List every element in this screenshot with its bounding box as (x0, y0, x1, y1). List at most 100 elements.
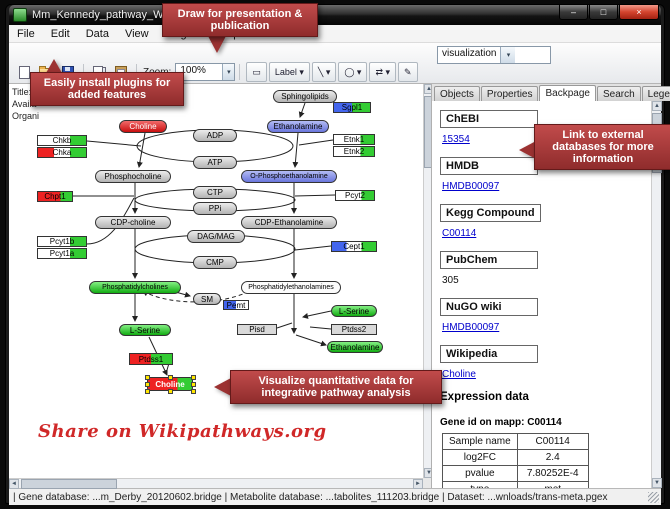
node-label: Ethanolamine (273, 122, 323, 131)
scroll-down-icon[interactable]: ▼ (652, 478, 662, 488)
tab-legend[interactable]: Legend (641, 86, 670, 101)
node-label: Pisd (249, 325, 265, 334)
selection-handle[interactable] (191, 375, 196, 380)
node-o-phosphoethanolamine[interactable]: O-Phosphoethanolamine (241, 170, 337, 183)
node-phosphatidylethanolamines[interactable]: Phosphatidylethanolamines (241, 281, 341, 294)
backpage-value-hmdb[interactable]: HMDB00097 (442, 181, 500, 192)
scroll-left-icon[interactable]: ◄ (9, 479, 19, 489)
selection-handle[interactable] (191, 389, 196, 394)
share-annotation: Share on Wikipathways.org (38, 421, 327, 442)
expression-cell: type (442, 481, 518, 488)
menu-data[interactable]: Data (85, 27, 109, 40)
node-chka[interactable]: Chka (37, 147, 87, 158)
pathway-canvas[interactable]: Title: Availa Organi Sp (9, 84, 423, 478)
node-cmp[interactable]: CMP (193, 256, 237, 269)
backpage-value-wikipedia[interactable]: Choline (442, 369, 476, 380)
interaction-tool-button[interactable]: ⇄ ▾ (369, 62, 396, 82)
selection-handle[interactable] (191, 382, 196, 387)
node-etnk2[interactable]: Etnk2 (333, 146, 375, 157)
node-l-serine[interactable]: L-Serine (331, 305, 377, 317)
datanode-tool-button[interactable]: ▭ (246, 62, 267, 82)
close-button[interactable]: × (619, 5, 659, 20)
node-label: CMP (206, 258, 224, 267)
node-cdp-ethanolamine[interactable]: CDP-Ethanolamine (241, 216, 337, 229)
selection-handle[interactable] (168, 389, 173, 394)
node-pisd[interactable]: Pisd (237, 324, 277, 335)
shape-tool-button[interactable]: ◯ ▾ (338, 62, 368, 82)
line-tool-button[interactable]: ╲ ▾ (311, 62, 337, 82)
menu-file[interactable]: File (17, 27, 35, 40)
title-bar[interactable]: Mm_Kennedy_pathway_WP1771_45176.gp... – … (9, 5, 661, 25)
node-phosphocholine[interactable]: Phosphocholine (95, 170, 171, 183)
tab-search[interactable]: Search (596, 86, 641, 101)
annotation-tool-button[interactable]: ✎ (398, 62, 418, 82)
pathway-edge (295, 334, 327, 347)
node-label: Ptdss2 (341, 325, 367, 334)
node-choline[interactable]: Choline (119, 120, 167, 133)
node-chpt1[interactable]: Chpt1 (37, 191, 73, 202)
canvas-hscrollbar[interactable]: ◄ ► (9, 478, 423, 489)
chevron-down-icon: ▾ (222, 64, 235, 80)
node-pcyt1b[interactable]: Pcyt1b (37, 236, 87, 247)
callout-arrow-left-icon (214, 378, 231, 396)
backpage-value-nugo-wiki[interactable]: HMDB00097 (442, 322, 500, 333)
node-pcyt1a[interactable]: Pcyt1a (37, 248, 87, 259)
scroll-up-icon[interactable]: ▲ (652, 101, 662, 111)
node-ppi[interactable]: PPi (193, 202, 237, 215)
node-sm[interactable]: SM (193, 293, 221, 305)
node-phosphatidylcholines[interactable]: Phosphatidylcholines (89, 281, 181, 294)
backpage-header-chebi: ChEBI (440, 110, 538, 128)
node-etnk1[interactable]: Etnk1 (333, 134, 375, 145)
node-sphingolipids[interactable]: Sphingolipids (273, 90, 337, 103)
node-ctp[interactable]: CTP (193, 186, 237, 199)
node-chkb[interactable]: Chkb (37, 135, 87, 146)
node-label: Choline (129, 122, 157, 131)
menu-view[interactable]: View (124, 27, 149, 40)
resize-grip[interactable] (648, 491, 659, 503)
maximize-button[interactable]: □ (589, 5, 618, 20)
node-dag-mag[interactable]: DAG/MAG (187, 230, 245, 243)
visualization-select[interactable]: visualization ▾ (437, 46, 551, 64)
node-atp[interactable]: ATP (193, 156, 237, 169)
hscroll-thumb[interactable] (21, 479, 117, 489)
backpage-value-chebi[interactable]: 15354 (442, 134, 470, 145)
callout-plugins: Easily install plugins for added feature… (30, 72, 184, 106)
tab-properties[interactable]: Properties (480, 86, 539, 101)
pathway-availability-label: Availa (12, 99, 37, 109)
menu-edit[interactable]: Edit (50, 27, 70, 40)
node-ethanolamine[interactable]: Ethanolamine (267, 120, 329, 133)
node-sgpl1[interactable]: Sgpl1 (333, 102, 371, 113)
expression-row: typemet (442, 481, 589, 488)
zoom-select[interactable]: 100% ▾ (175, 63, 236, 81)
new-button[interactable] (13, 62, 35, 82)
tab-backpage[interactable]: Backpage (539, 85, 596, 101)
node-pemt[interactable]: Pemt (223, 300, 249, 310)
tab-objects[interactable]: Objects (434, 86, 480, 101)
node-label: Phosphocholine (104, 172, 162, 181)
label-tool-button[interactable]: Label ▾ (268, 62, 310, 82)
node-pcyt2[interactable]: Pcyt2 (335, 190, 375, 201)
tool-buttons: ▭Label ▾╲ ▾◯ ▾⇄ ▾✎ (244, 62, 418, 82)
node-label: Sgpl1 (341, 103, 363, 112)
node-adp[interactable]: ADP (193, 129, 237, 142)
selection-handle[interactable] (145, 389, 150, 394)
backpage-header-kegg-compound: Kegg Compound (440, 204, 541, 222)
selection-handle[interactable] (168, 375, 173, 380)
node-ethanolamine[interactable]: Ethanolamine (327, 341, 383, 353)
node-cept1[interactable]: Cept1 (331, 241, 377, 252)
scroll-right-icon[interactable]: ► (413, 479, 423, 489)
expression-cell: 2.4 (516, 449, 589, 466)
node-ptdss2[interactable]: Ptdss2 (331, 324, 377, 335)
node-l-serine[interactable]: L-Serine (119, 324, 171, 336)
selection-handle[interactable] (145, 375, 150, 380)
node-cdp-choline[interactable]: CDP-choline (95, 216, 171, 229)
node-choline[interactable]: Choline (145, 375, 196, 394)
selection-handle[interactable] (145, 382, 150, 387)
minimize-button[interactable]: – (559, 5, 588, 20)
node-ptdss1[interactable]: Ptdss1 (129, 353, 173, 365)
pathway-edge (136, 132, 146, 168)
backpage-value-kegg-compound[interactable]: C00114 (442, 228, 477, 239)
status-text: | Gene database: ...m_Derby_20120602.bri… (13, 491, 608, 503)
